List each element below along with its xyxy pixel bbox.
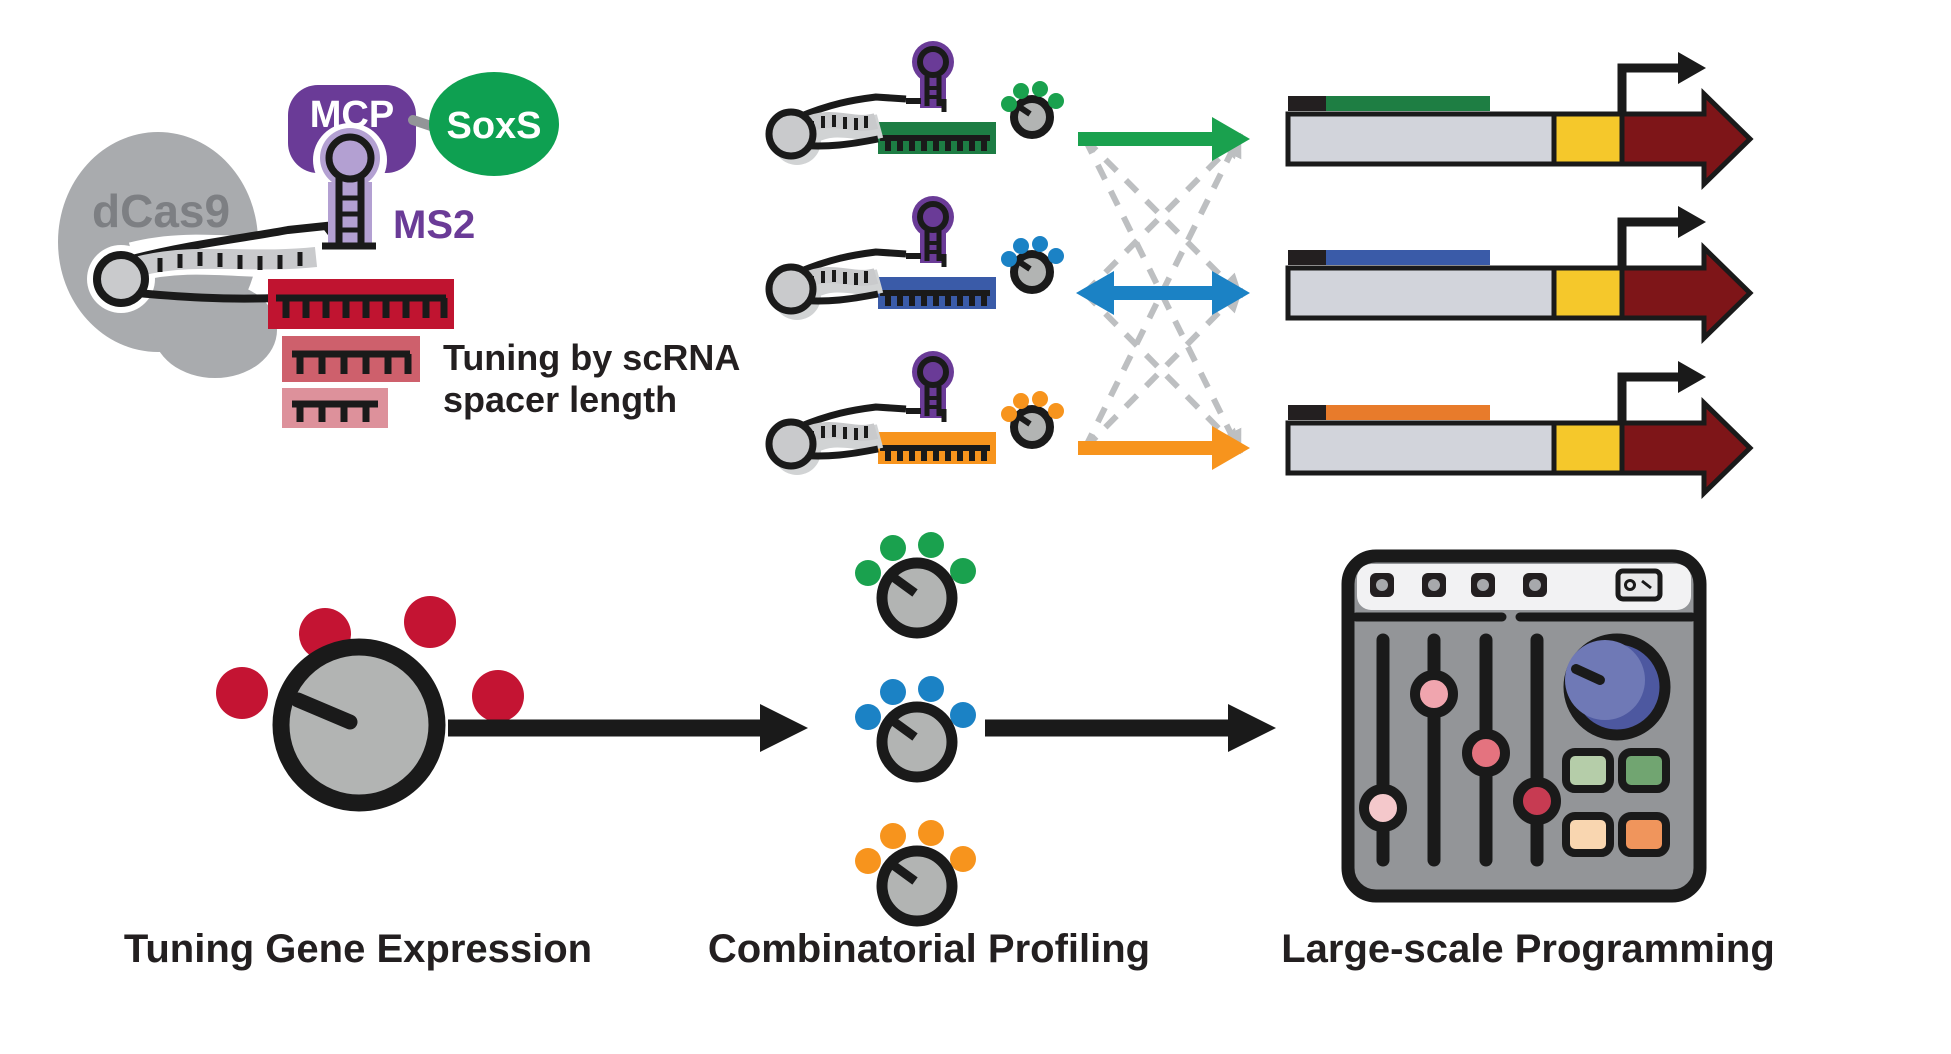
slider-knob-2 bbox=[1410, 670, 1458, 718]
tuning-note-line1: Tuning by scRNA bbox=[443, 337, 740, 378]
button-green-light bbox=[1562, 748, 1614, 793]
mcp-label: MCP bbox=[310, 94, 394, 136]
blue-dial bbox=[882, 707, 952, 777]
orange-target-bar bbox=[1288, 405, 1490, 420]
orange-spacer-bar bbox=[878, 432, 996, 464]
flow-arrow-1 bbox=[448, 704, 808, 752]
console-buttons bbox=[1562, 748, 1670, 857]
dial-icon bbox=[1014, 254, 1050, 290]
dcas9-scrna-complex: dCas9 MCP SoxS MS2 Tuning by scRNA space… bbox=[58, 72, 740, 428]
ms2-hairpin-large bbox=[313, 123, 387, 250]
dial-icon bbox=[1014, 409, 1050, 445]
green-dial bbox=[882, 563, 952, 633]
console-blue-knob bbox=[1563, 633, 1671, 741]
tuning-gene-expression-panel: Tuning Gene Expression bbox=[124, 596, 592, 971]
big-dial-knob bbox=[272, 638, 446, 812]
slider-knob-4 bbox=[1513, 777, 1561, 825]
middle-caption: Combinatorial Profiling bbox=[708, 927, 1150, 971]
tuning-note-line2: spacer length bbox=[443, 379, 677, 420]
sgrna-hairpin bbox=[87, 221, 343, 313]
button-peach bbox=[1562, 812, 1614, 857]
green-target-bar bbox=[1288, 96, 1490, 111]
large-scale-programming-panel: Large-scale Programming bbox=[1281, 549, 1775, 971]
flow-arrow-2 bbox=[985, 704, 1276, 752]
soxs-protein-blob bbox=[429, 72, 559, 176]
console-screws bbox=[1370, 573, 1547, 597]
orange-activation-arrow bbox=[1078, 426, 1250, 470]
right-caption: Large-scale Programming bbox=[1281, 927, 1775, 971]
power-switch-icon bbox=[1615, 568, 1663, 602]
ms2-label: MS2 bbox=[393, 203, 475, 247]
slider-knob-1 bbox=[1359, 784, 1407, 832]
combinatorial-profiling-panel: Combinatorial Profiling bbox=[708, 532, 1150, 971]
dial-icon bbox=[1014, 99, 1050, 135]
blue-spacer-bar bbox=[878, 277, 996, 309]
blue-bidirectional-arrow bbox=[1076, 271, 1250, 315]
button-orange bbox=[1618, 812, 1670, 857]
orange-dial bbox=[882, 851, 952, 921]
cross-regulation-dashed-arrows bbox=[1082, 132, 1244, 455]
soxs-label: SoxS bbox=[446, 105, 541, 147]
green-spacer-bar bbox=[878, 122, 996, 154]
green-activation-arrow bbox=[1078, 117, 1250, 161]
big-dial-pointer bbox=[290, 692, 358, 730]
dcas9-label: dCas9 bbox=[92, 185, 230, 237]
button-green bbox=[1618, 748, 1670, 793]
slider-knob-3 bbox=[1462, 729, 1510, 777]
blue-target-bar bbox=[1288, 250, 1490, 265]
left-caption: Tuning Gene Expression bbox=[124, 927, 592, 971]
spacer-bar-medium bbox=[282, 336, 420, 382]
spacer-length-bars bbox=[268, 279, 454, 428]
